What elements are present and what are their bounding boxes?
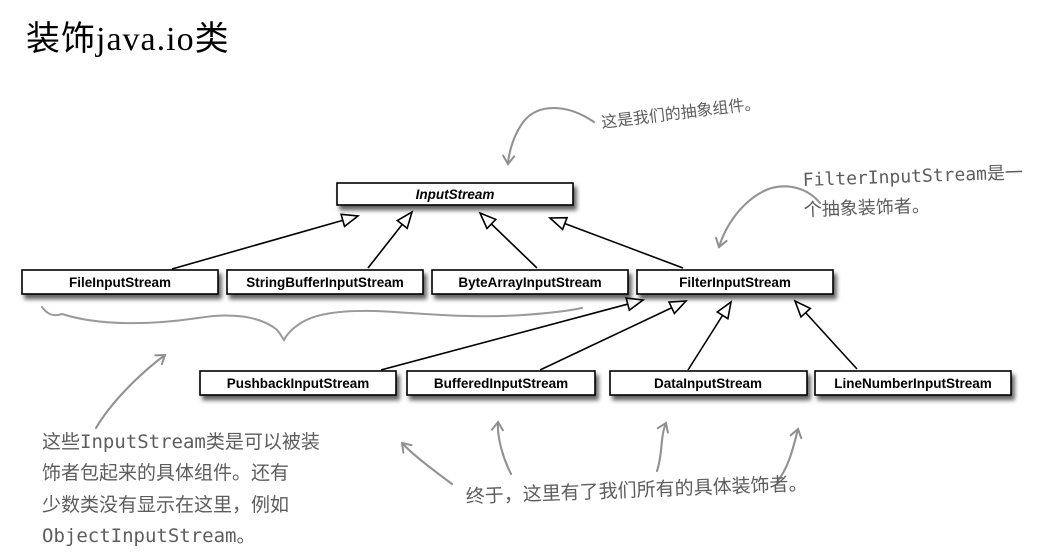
class-rect-filterinputstream [636, 269, 834, 295]
class-box-fileinputstream: FileInputStream [21, 269, 219, 295]
class-box-bytearrayinputstream: ByteArrayInputStream [431, 269, 629, 295]
class-label-fileinputstream: FileInputStream [69, 275, 171, 290]
edge-pushbackinputstream-extends-filterinputstream [380, 297, 646, 371]
class-rect-linenumberinputstream [814, 370, 1012, 396]
class-rect-inputstream [336, 182, 574, 206]
annotation-abstract-decorator-line2: 个抽象装饰者。 [803, 196, 930, 221]
annotation-concrete-components-line2: 饰者包起来的具体组件。还有 [42, 462, 289, 484]
edge-linenumberinputstream-extends-filterinputstream [793, 299, 858, 370]
annotation-concrete-components-line3: 少数类没有显示在这里，例如 [42, 494, 289, 516]
class-rect-pushbackinputstream [199, 370, 397, 396]
annotation-abstract-component: 这是我们的抽象组件。 [600, 94, 761, 132]
class-rect-fileinputstream [21, 269, 219, 295]
class-label-bufferedinputstream: BufferedInputStream [434, 376, 568, 391]
edge-fileinputstream-extends-inputstream [171, 213, 361, 270]
edge-bufferedinputstream-extends-filterinputstream [539, 300, 688, 371]
annotation-arrows [94, 106, 822, 486]
annotation-concrete-components-line1: 这些InputStream类是可以被装 [42, 431, 320, 453]
class-label-pushbackinputstream: PushbackInputStream [227, 376, 370, 391]
class-rect-bufferedinputstream [406, 370, 596, 396]
arrow-decorators-to-pushbackinputstream [400, 441, 454, 486]
arrow-abstract-decorator-to-filterinputstream [715, 185, 822, 249]
class-rect-stringbufferinputstream [226, 269, 424, 295]
class-boxes: InputStream FileInputStream StringBuffer… [21, 182, 1012, 396]
class-rect-datainputstream [609, 370, 808, 396]
class-box-linenumberinputstream: LineNumberInputStream [814, 370, 1012, 396]
arrow-decorators-to-linenumberinputstream [775, 427, 803, 484]
annotation-concrete-decorators: 终于，这里有了我们所有的具体装饰者。 [465, 473, 808, 508]
annotation-concrete-components-line4: ObjectInputStream。 [42, 525, 255, 547]
brace-concrete-components [41, 306, 583, 342]
annotation-abstract-decorator-line1: FilterInputStream是一 [802, 162, 1023, 191]
edge-filterinputstream-extends-inputstream [547, 216, 684, 269]
arrow-abstract-component-to-inputstream [502, 106, 596, 166]
annotations: 这是我们的抽象组件。 FilterInputStream是一 个抽象装饰者。 这… [42, 94, 1023, 547]
class-label-inputstream: InputStream [416, 187, 495, 202]
annotation-concrete-components: 这些InputStream类是可以被装 饰者包起来的具体组件。还有 少数类没有显… [42, 431, 320, 547]
class-box-inputstream: InputStream [336, 182, 574, 206]
class-box-datainputstream: DataInputStream [609, 370, 808, 396]
class-box-bufferedinputstream: BufferedInputStream [406, 370, 596, 396]
inheritance-edges [171, 210, 858, 371]
class-label-datainputstream: DataInputStream [654, 376, 762, 391]
class-label-filterinputstream: FilterInputStream [679, 275, 791, 290]
class-label-stringbufferinputstream: StringBufferInputStream [246, 275, 404, 290]
arrow-decorators-to-bufferedinputstream [491, 420, 513, 476]
arrow-decorators-to-datainputstream [655, 421, 669, 473]
arrow-concrete-components-to-brace [94, 353, 167, 430]
edge-stringbufferinputstream-extends-inputstream [367, 210, 414, 269]
class-box-filterinputstream: FilterInputStream [636, 269, 834, 295]
edge-datainputstream-extends-filterinputstream [687, 300, 733, 371]
class-label-linenumberinputstream: LineNumberInputStream [834, 376, 992, 391]
class-box-pushbackinputstream: PushbackInputStream [199, 370, 397, 396]
annotation-abstract-decorator: FilterInputStream是一 个抽象装饰者。 [802, 162, 1023, 221]
class-label-bytearrayinputstream: ByteArrayInputStream [458, 275, 601, 290]
class-rect-bytearrayinputstream [431, 269, 629, 295]
page-title: 装饰java.io类 [26, 20, 230, 58]
class-box-stringbufferinputstream: StringBufferInputStream [226, 269, 424, 295]
edge-bytearrayinputstream-extends-inputstream [478, 211, 538, 269]
